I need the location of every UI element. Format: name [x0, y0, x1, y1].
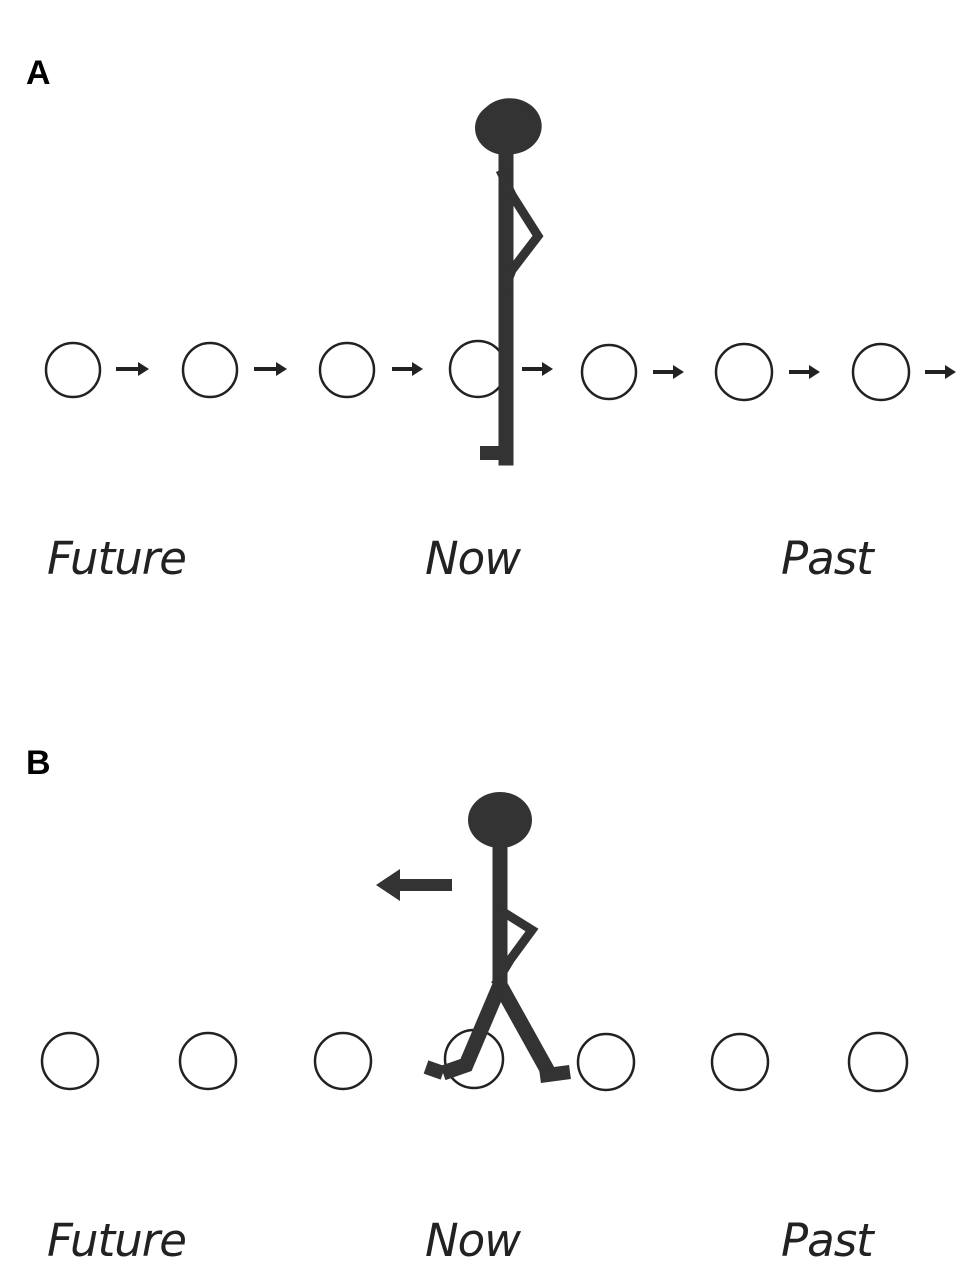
- small-right-arrow-icon: [254, 362, 287, 376]
- label-past: Past: [781, 532, 874, 585]
- time-point-circle: [178, 1031, 238, 1091]
- label-now: Now: [425, 532, 521, 585]
- time-point-circle: [318, 341, 376, 399]
- time-point-circle: [714, 342, 774, 402]
- standing-figure-icon: [475, 98, 544, 466]
- time-point-circle: [181, 341, 239, 399]
- time-point-circle: [576, 1032, 636, 1092]
- panel-a-diagram: [44, 98, 956, 466]
- panel-a-timeline-arrows: [116, 362, 956, 379]
- small-right-arrow-icon: [789, 365, 820, 379]
- label-future: Future: [47, 532, 187, 585]
- time-point-circle: [40, 1031, 100, 1091]
- small-right-arrow-icon: [925, 365, 956, 379]
- small-right-arrow-icon: [522, 362, 553, 376]
- time-point-circle: [313, 1031, 373, 1091]
- panel-b-letter: B: [26, 744, 51, 782]
- panel-b-diagram: [40, 792, 909, 1093]
- left-arrow-icon: [376, 869, 452, 901]
- time-point-circle: [847, 1031, 909, 1093]
- panel-b: B Future Now Past: [0, 640, 968, 1275]
- panel-a: A Future N: [26, 54, 956, 585]
- label-now: Now: [425, 1214, 521, 1267]
- walking-figure-icon: [423, 792, 571, 1083]
- small-right-arrow-icon: [392, 362, 423, 376]
- panel-b-timeline-circles: [40, 1028, 909, 1093]
- time-point-circle: [448, 339, 508, 399]
- small-right-arrow-icon: [116, 362, 149, 376]
- time-point-circle: [580, 343, 638, 401]
- time-point-circle: [44, 341, 102, 399]
- time-point-circle: [710, 1032, 770, 1092]
- time-point-circle: [851, 342, 911, 402]
- small-right-arrow-icon: [653, 365, 684, 379]
- panel-a-timeline-circles: [44, 339, 911, 402]
- label-past: Past: [781, 1214, 874, 1267]
- label-future: Future: [47, 1214, 187, 1267]
- panel-a-letter: A: [26, 54, 51, 92]
